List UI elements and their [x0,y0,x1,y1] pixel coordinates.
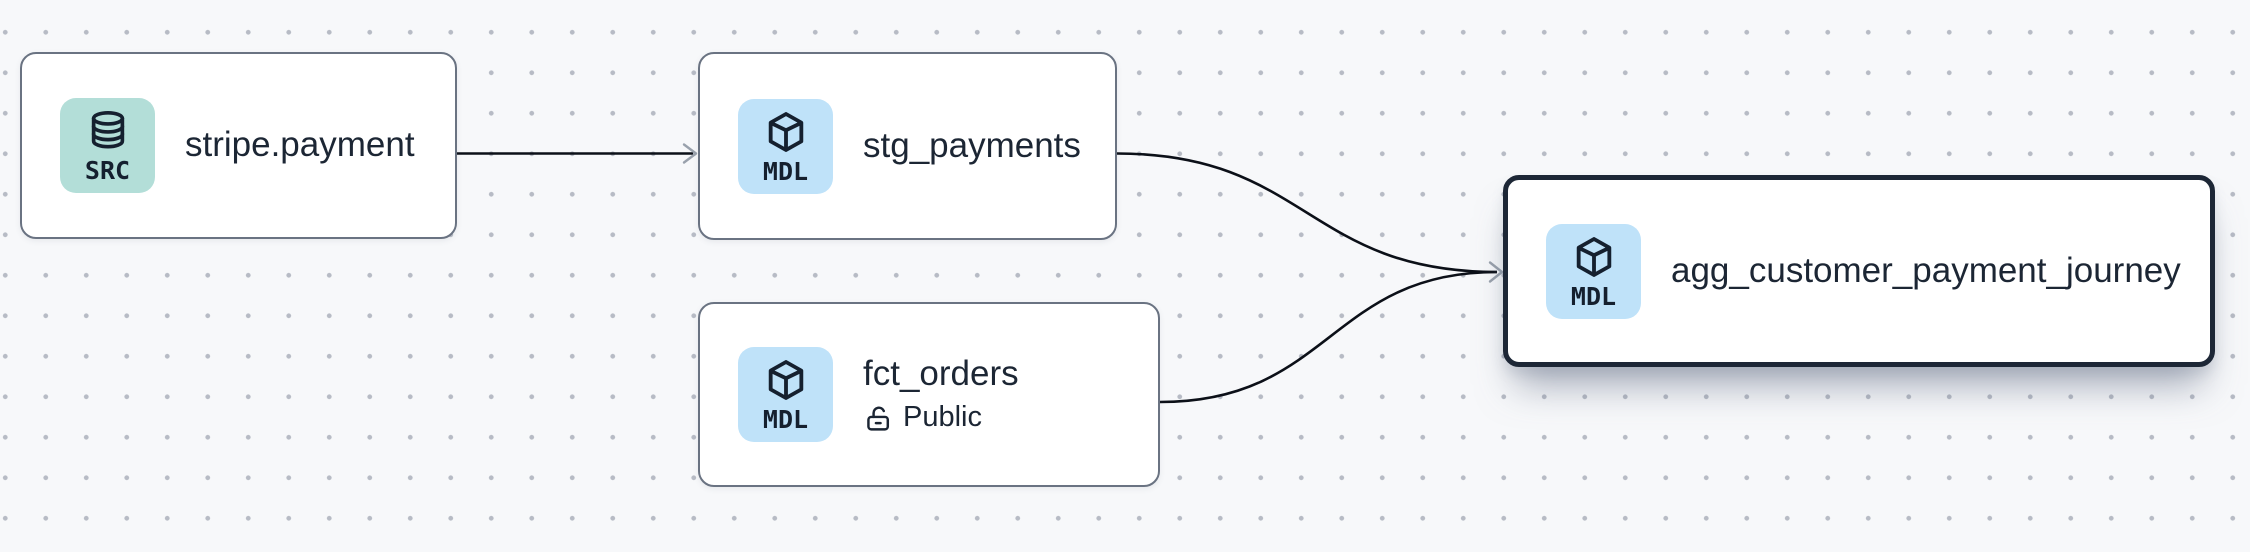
node-title: agg_customer_payment_journey [1671,250,2181,290]
edge-fct-orders-to-agg-customer-payment-journey[interactable] [1159,270,1498,404]
badge-label: SRC [84,156,131,185]
cube-icon [763,109,809,155]
model-badge: MDL [738,98,833,194]
node-title: fct_orders [863,353,1019,393]
source-badge: SRC [60,98,155,193]
access-label: Public [903,401,982,434]
node-stg-payments[interactable]: MDL stg_payments [698,52,1117,240]
badge-label: MDL [762,405,809,434]
node-stripe-payment[interactable]: SRC stripe.payment [20,52,457,239]
node-agg-customer-payment-journey[interactable]: MDL agg_customer_payment_journey [1503,175,2215,367]
edge-stripe-payment-to-stg-payments[interactable] [457,143,698,164]
edge-stg-payments-to-agg-customer-payment-journey[interactable] [1116,152,1498,274]
node-title: stg_payments [863,125,1081,165]
cube-icon [1571,234,1617,280]
database-icon [85,108,131,154]
node-fct-orders[interactable]: MDL fct_orders Public [698,302,1160,487]
model-badge: MDL [1546,223,1641,319]
arrowhead-icon [682,143,698,164]
badge-label: MDL [762,156,809,186]
node-title: stripe.payment [185,125,415,165]
lock-open-icon [863,403,894,434]
badge-label: MDL [1570,281,1617,311]
model-badge: MDL [738,347,833,442]
access-row: Public [863,401,1019,434]
arrowhead-icon [1488,261,1504,283]
cube-icon [763,357,809,403]
